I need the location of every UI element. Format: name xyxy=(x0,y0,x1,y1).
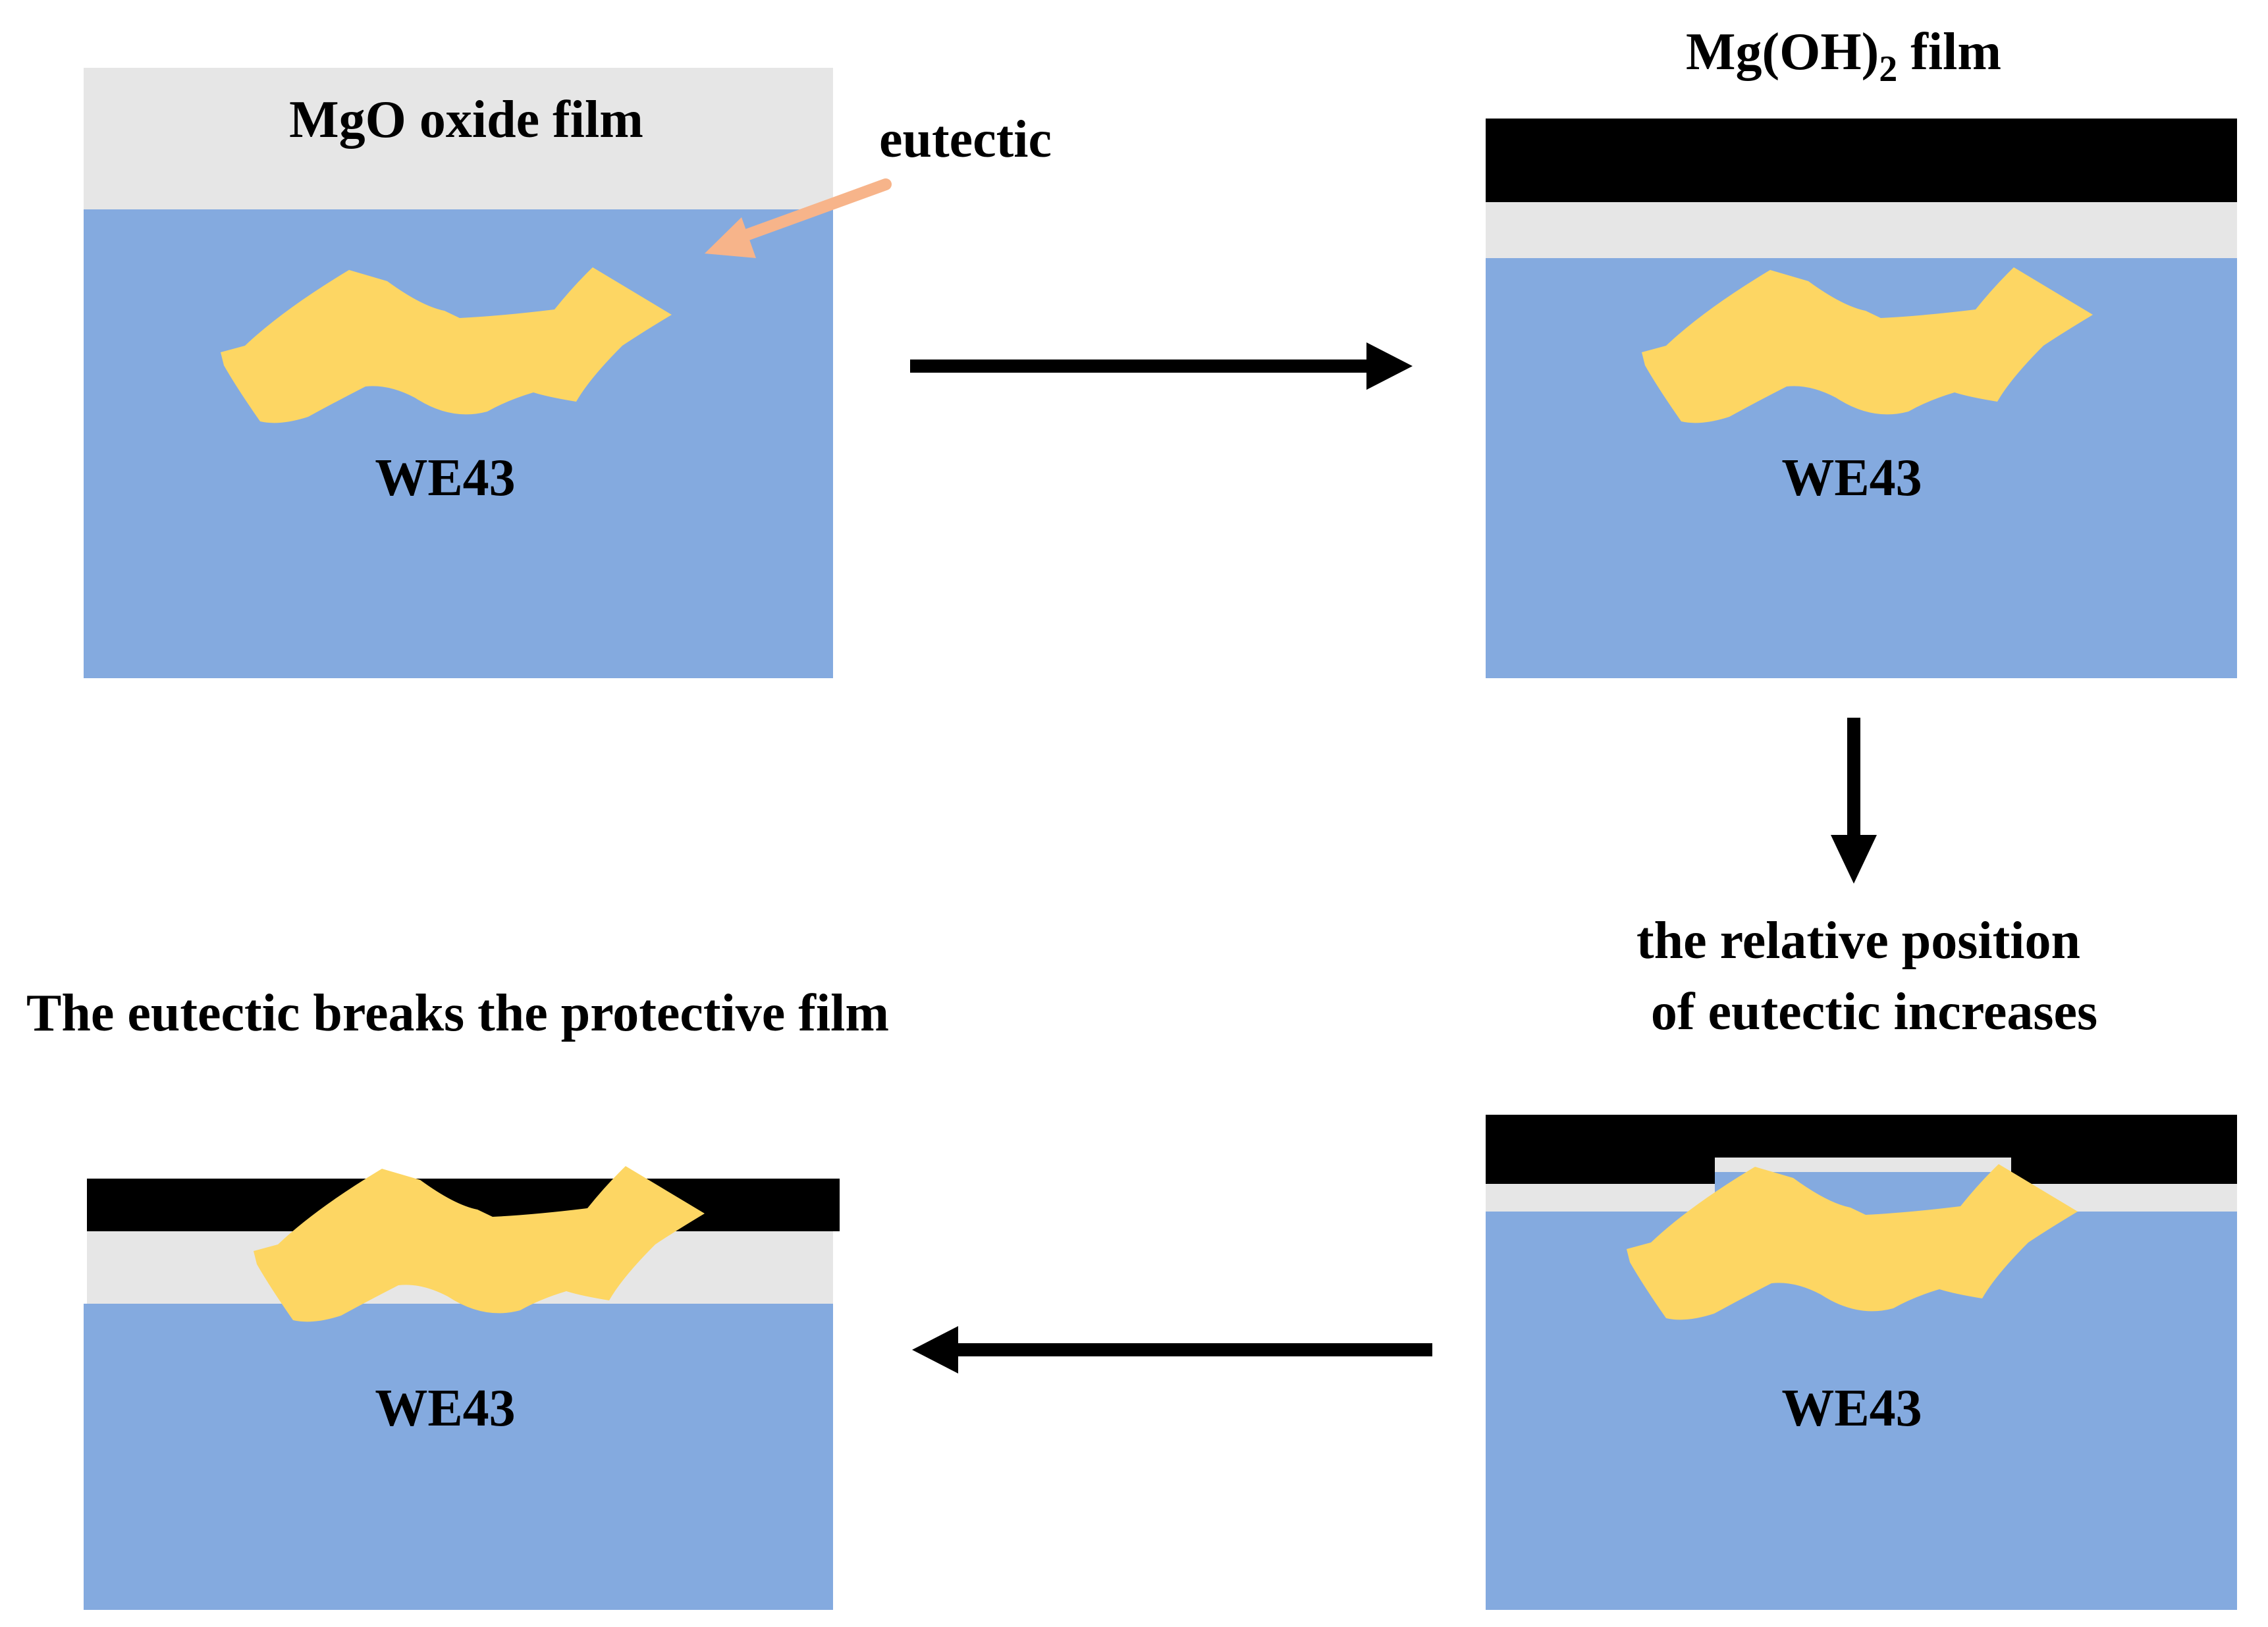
substrate-label: WE43 xyxy=(375,1379,515,1437)
eutectic-label: eutectic xyxy=(879,111,1052,169)
caption-line-2: of eutectic increases xyxy=(1651,983,2097,1041)
we43-substrate xyxy=(84,209,833,678)
caption-breaks-film: The eutectic breaks the protective film xyxy=(26,984,889,1042)
caption-relative-position: the relative position of eutectic increa… xyxy=(1636,912,2097,1041)
eutectic-callout: eutectic xyxy=(705,111,1052,258)
we43-substrate xyxy=(84,1304,833,1610)
mgo-oxide-film xyxy=(84,68,833,209)
caption-line-1: the relative position xyxy=(1636,912,2080,970)
panel-top-left: MgO oxide film WE43 xyxy=(84,68,833,678)
film-gap-outline xyxy=(1715,1158,2011,1172)
arrow-down xyxy=(1831,718,1877,884)
mgo-oxide-film xyxy=(1486,202,2237,258)
eutectic-pointer-line xyxy=(735,178,892,243)
hydroxide-film-label: Mg(OH)2 film xyxy=(1686,23,2001,90)
oxide-film-label: MgO oxide film xyxy=(289,91,643,149)
panel-top-right: Mg(OH)2 film WE43 xyxy=(1486,23,2237,678)
substrate-label: WE43 xyxy=(375,449,515,507)
substrate-label: WE43 xyxy=(1781,1379,1922,1437)
substrate-label: WE43 xyxy=(1781,449,1922,507)
mgoh2-film xyxy=(1486,119,2237,202)
arrow-right xyxy=(910,342,1413,390)
panel-bottom-left: WE43 xyxy=(84,1166,840,1610)
panel-bottom-right: WE43 xyxy=(1486,1115,2237,1610)
eutectic-pointer-head xyxy=(705,217,756,258)
arrow-left xyxy=(912,1326,1432,1374)
